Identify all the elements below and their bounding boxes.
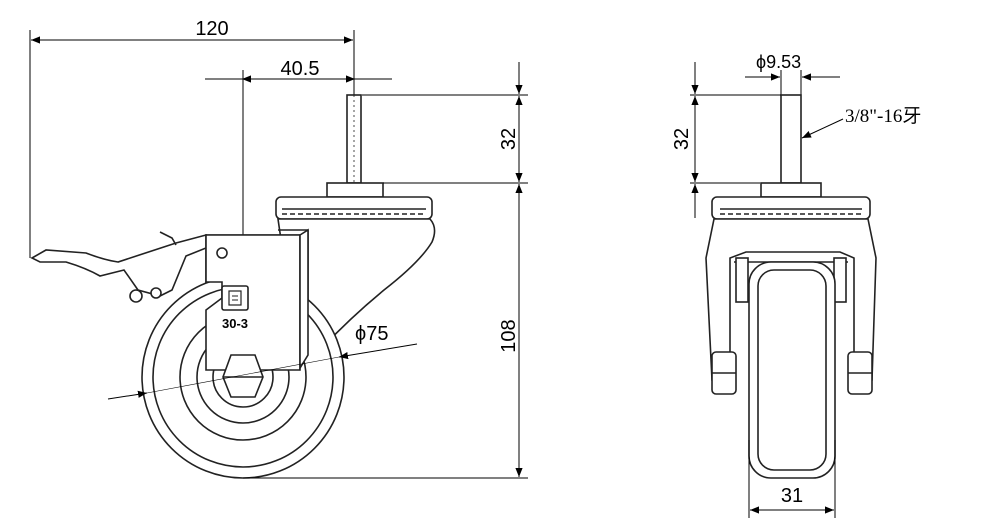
- dim-wheel-width-text: 31: [781, 485, 803, 507]
- dimension-stem-length-front: 32: [671, 62, 781, 218]
- model-label: 30-3: [222, 316, 248, 331]
- threaded-stem: [346, 94, 362, 184]
- dimension-stem-length-side: 32: [362, 62, 528, 184]
- dimension-wheel-width: 31: [748, 440, 836, 518]
- brand-label-icon: [221, 285, 249, 311]
- dimension-overall-width: 120: [29, 18, 355, 258]
- hex-nut: [326, 182, 384, 198]
- wheel-front: [748, 261, 836, 479]
- thread-note: 3/8"-16牙: [801, 106, 921, 139]
- side-view: 120 40.5: [29, 18, 528, 479]
- front-view: ϕ9.53 3/8"-16牙 32: [671, 52, 921, 518]
- brake-lever: [30, 233, 207, 297]
- dimension-stem-diameter: ϕ9.53: [745, 52, 840, 95]
- dimension-height: 108: [243, 184, 528, 479]
- axle-hex-nut: [222, 354, 264, 398]
- front-top-plate: [711, 196, 871, 220]
- dim-wheel-diameter-text: ϕ75: [355, 323, 388, 345]
- front-threaded-stem: [780, 94, 802, 184]
- dim-stem-length-front-text: 32: [671, 128, 693, 150]
- dim-overall-width-text: 120: [195, 18, 228, 40]
- dim-stem-diameter-text: ϕ9.53: [756, 52, 801, 72]
- dim-height-text: 108: [498, 319, 520, 352]
- top-plate: [275, 196, 433, 220]
- pivot-hole: [216, 247, 228, 259]
- thread-note-text: 3/8"-16牙: [845, 106, 921, 127]
- dimension-wheel-diameter: ϕ75: [107, 323, 418, 400]
- front-hex-nut: [760, 182, 822, 198]
- dim-offset-text: 40.5: [281, 58, 320, 80]
- dim-stem-length-side-text: 32: [498, 128, 520, 150]
